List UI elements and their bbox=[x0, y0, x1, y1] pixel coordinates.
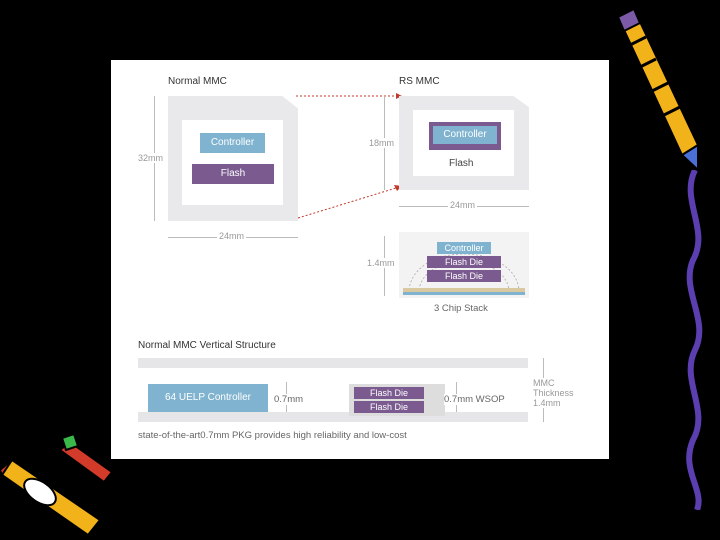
pencil-band bbox=[616, 7, 642, 33]
bottom-layer-strip bbox=[138, 412, 528, 422]
stack-height-label: 1.4mm bbox=[367, 258, 395, 268]
rs-flash-label: Flash bbox=[449, 158, 474, 169]
mmc-structure-diagram: Normal MMC Controller Flash 32mm 24mm RS… bbox=[111, 60, 609, 459]
wsop-flash-die-2: Flash Die bbox=[354, 401, 424, 413]
rs-width-label: 24mm bbox=[448, 200, 478, 210]
rs-height-label: 18mm bbox=[369, 138, 395, 148]
bond-wires bbox=[403, 253, 525, 295]
normal-flash-chip: Flash bbox=[192, 164, 274, 184]
rs-controller-chip: Controller bbox=[433, 126, 497, 144]
pencil-body bbox=[616, 7, 700, 157]
pencil-tip-red bbox=[0, 459, 13, 478]
stack-controller-chip: Controller bbox=[437, 242, 491, 254]
pencil-clipart-top-right bbox=[616, 7, 700, 173]
normal-height-label: 32mm bbox=[138, 153, 164, 163]
vertical-structure-title: Normal MMC Vertical Structure bbox=[138, 340, 276, 351]
uelp-height-label: 0.7mm bbox=[274, 394, 304, 405]
normal-width-label: 24mm bbox=[217, 231, 247, 241]
stack-caption: 3 Chip Stack bbox=[434, 303, 488, 314]
wavy-stripe-right bbox=[686, 170, 703, 510]
stack-flash-die-1: Flash Die bbox=[427, 256, 501, 268]
stack-flash-die-2: Flash Die bbox=[427, 270, 501, 282]
normal-mmc-title: Normal MMC bbox=[168, 76, 227, 87]
rs-mmc-title: RS MMC bbox=[399, 76, 440, 87]
wsop-flash-die-1: Flash Die bbox=[354, 387, 424, 399]
top-layer-strip bbox=[138, 358, 528, 368]
pencil-clipart-bottom-left bbox=[0, 432, 114, 537]
normal-controller-chip: Controller bbox=[200, 133, 265, 153]
wsop-label: 0.7mm WSOP bbox=[444, 394, 505, 405]
footer-note: state-of-the-art0.7mm PKG provides high … bbox=[138, 430, 407, 441]
thickness-label-mmc: MMC bbox=[533, 378, 555, 388]
thickness-label-value: 1.4mm bbox=[533, 398, 561, 408]
thickness-label-thickness: Thickness bbox=[533, 388, 574, 398]
pencil-tip bbox=[680, 143, 699, 173]
uelp-controller-chip: 64 UELP Controller bbox=[148, 384, 268, 412]
mapping-arrows bbox=[296, 93, 402, 219]
